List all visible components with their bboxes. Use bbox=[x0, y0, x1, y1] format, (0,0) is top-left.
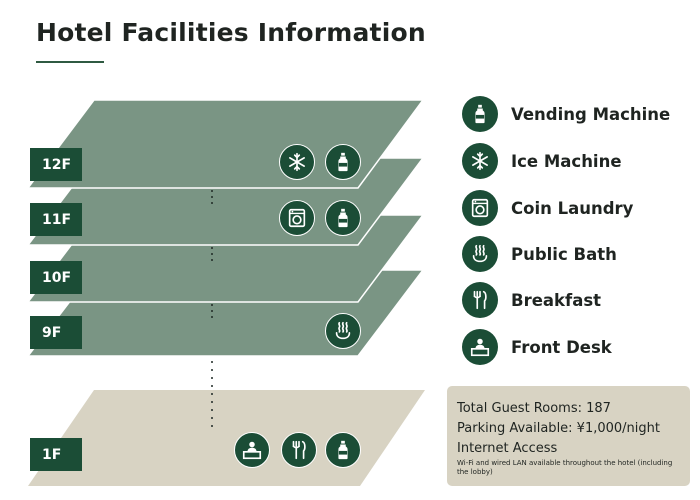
legend-item-vending-machine: Vending Machine bbox=[462, 95, 692, 133]
legend-label: Coin Laundry bbox=[511, 198, 634, 218]
floor-diagram bbox=[26, 99, 425, 486]
coin-laundry-icon bbox=[279, 200, 315, 236]
legend-label: Vending Machine bbox=[511, 104, 671, 124]
floor-label-12f: 12F bbox=[30, 148, 82, 181]
floor-label-11f: 11F bbox=[30, 203, 82, 236]
floor-plate-1f bbox=[28, 390, 425, 486]
public-bath-icon bbox=[462, 236, 498, 272]
internet-access-title: Internet Access bbox=[457, 441, 558, 456]
hotel-info-box: Total Guest Rooms: 187 Parking Available… bbox=[447, 386, 690, 486]
legend-item-breakfast: Breakfast bbox=[462, 281, 692, 319]
vending-machine-icon bbox=[462, 96, 498, 132]
legend-item-coin-laundry: Coin Laundry bbox=[462, 189, 692, 227]
floor-label-9f: 9F bbox=[30, 316, 82, 349]
ice-machine-icon bbox=[279, 144, 315, 180]
floor-label-10f: 10F bbox=[30, 261, 82, 294]
parking-info: Parking Available: ¥1,000/night bbox=[457, 421, 660, 436]
legend-label: Public Bath bbox=[511, 244, 617, 264]
floor-connector-dots bbox=[211, 190, 213, 427]
vending-machine-icon bbox=[325, 144, 361, 180]
vending-machine-icon bbox=[325, 432, 361, 468]
total-rooms: Total Guest Rooms: 187 bbox=[457, 401, 611, 416]
legend-item-public-bath: Public Bath bbox=[462, 235, 692, 273]
page-title: Hotel Facilities Information bbox=[36, 18, 426, 47]
coin-laundry-icon bbox=[462, 190, 498, 226]
ice-machine-icon bbox=[462, 143, 498, 179]
legend-label: Ice Machine bbox=[511, 151, 622, 171]
legend-item-ice-machine: Ice Machine bbox=[462, 142, 692, 180]
public-bath-icon bbox=[325, 313, 361, 349]
legend-label: Front Desk bbox=[511, 337, 612, 357]
breakfast-icon bbox=[281, 432, 317, 468]
breakfast-icon bbox=[462, 282, 498, 318]
internet-access-note: Wi-Fi and wired LAN available throughout… bbox=[457, 459, 673, 476]
floor-plate-12f bbox=[26, 99, 425, 189]
floor-label-1f: 1F bbox=[30, 438, 82, 471]
title-underline bbox=[36, 61, 104, 63]
front-desk-icon bbox=[462, 329, 498, 365]
legend-label: Breakfast bbox=[511, 290, 602, 310]
vending-machine-icon bbox=[325, 200, 361, 236]
front-desk-icon bbox=[234, 432, 270, 468]
legend-item-front-desk: Front Desk bbox=[462, 328, 692, 366]
